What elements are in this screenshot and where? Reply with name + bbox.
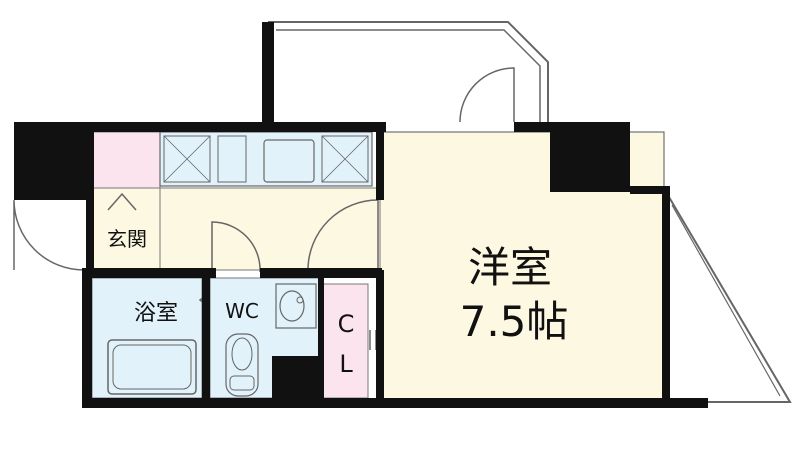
closet-label-l: L: [339, 350, 353, 378]
top-balcony: [268, 21, 549, 122]
entrance-label: 玄関: [107, 227, 147, 251]
closet-floor: [321, 283, 369, 399]
washbasin: [275, 283, 317, 329]
bathtub: [107, 339, 197, 395]
walls: [14, 22, 708, 408]
kitchen-floor: [159, 187, 381, 271]
toilet-fixture: [225, 333, 259, 397]
closet-label-c: C: [338, 310, 355, 338]
bathroom-label: 浴室: [134, 301, 178, 326]
entrance-floor: [91, 131, 161, 189]
side-balcony: [665, 191, 792, 403]
western-room-name: 洋室: [468, 243, 552, 292]
kitchen-counter: [159, 131, 373, 187]
western-room-size: 7.5帖: [460, 297, 569, 346]
entrance-step-floor: [91, 187, 161, 271]
toilet-label: WC: [225, 299, 259, 323]
